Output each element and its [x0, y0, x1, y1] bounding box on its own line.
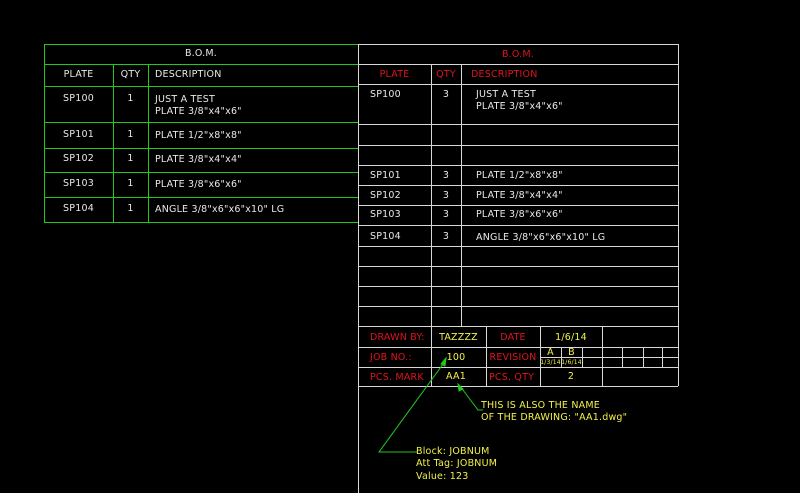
right-row-plate: SP103 — [370, 209, 401, 220]
left-row-plate: SP103 — [63, 178, 94, 189]
left-bom-title: B.O.M. — [184, 48, 218, 59]
right-bom-grid — [358, 44, 679, 493]
revision-a: A — [547, 347, 554, 358]
left-row-desc: PLATE 3/8"x6"x6" — [155, 179, 242, 190]
pcs-mark-label: PCS. MARK — [370, 372, 424, 383]
right-row-desc: JUST A TEST — [476, 89, 536, 100]
left-row-desc: JUST A TEST — [155, 94, 215, 105]
right-row-desc: PLATE 1/2"x8"x8" — [476, 170, 563, 181]
left-header-plate: PLATE — [63, 69, 94, 80]
left-row-desc: PLATE 1/2"x8"x8" — [155, 130, 242, 141]
left-row-plate: SP102 — [63, 153, 94, 164]
left-row-plate: SP100 — [63, 93, 94, 104]
left-row-qty: 1 — [127, 203, 134, 214]
left-row-desc: PLATE 3/8"x4"x4" — [155, 154, 242, 165]
right-bom-title: B.O.M. — [501, 49, 535, 60]
right-row-plate: SP102 — [370, 190, 401, 201]
note-drawing-name-line1: THIS IS ALSO THE NAME — [481, 400, 600, 411]
revision-b: B — [568, 347, 575, 358]
left-header-description: DESCRIPTION — [155, 69, 222, 80]
right-row-plate: SP101 — [370, 170, 401, 181]
right-row-qty: 3 — [442, 209, 450, 220]
right-row-plate: SP104 — [370, 231, 401, 242]
right-row-desc: ANGLE 3/8"x6"x6"x10" LG — [476, 232, 606, 243]
left-header-qty: QTY — [120, 69, 141, 80]
left-row-qty: 1 — [127, 178, 134, 189]
drawn-by-value: TAZZZZ — [439, 332, 478, 343]
revision-b-date: 1/6/14 — [561, 359, 582, 366]
right-row-desc: PLATE 3/8"x4"x4" — [476, 190, 563, 201]
right-header-description: DESCRIPTION — [471, 69, 538, 80]
drawn-by-label: DRAWN BY: — [370, 332, 425, 343]
right-header-qty: QTY — [436, 69, 456, 80]
right-row-qty: 3 — [442, 231, 450, 242]
right-row-qty: 3 — [442, 190, 450, 201]
revision-a-date: 1/3/14 — [540, 359, 561, 366]
job-no-value: 100 — [446, 352, 466, 363]
revision-label: REVISION — [489, 352, 537, 363]
left-row-plate: SP101 — [63, 129, 94, 140]
right-header-plate: PLATE — [379, 69, 410, 80]
pcs-qty-value: 2 — [567, 371, 575, 382]
leader-lines — [378, 356, 483, 453]
note-drawing-name-line2: OF THE DRAWING: "AA1.dwg" — [481, 412, 628, 423]
date-value: 1/6/14 — [555, 332, 587, 343]
note-block-line3: Value: 123 — [416, 471, 469, 482]
left-row-qty: 1 — [127, 153, 134, 164]
left-row-desc: ANGLE 3/8"x6"x6"x10" LG — [155, 204, 285, 215]
date-label: DATE — [500, 332, 526, 343]
note-block-line1: Block: JOBNUM — [416, 446, 490, 457]
left-row-qty: 1 — [127, 93, 134, 104]
left-row-plate: SP104 — [63, 203, 94, 214]
right-row-plate: SP100 — [370, 89, 401, 100]
right-row-qty: 3 — [442, 170, 450, 181]
job-no-label: JOB NO.: — [370, 352, 412, 363]
pcs-mark-value: AA1 — [446, 371, 466, 382]
pcs-qty-label: PCS. QTY — [489, 372, 535, 383]
note-block-line2: Att Tag: JOBNUM — [416, 458, 498, 469]
left-row-qty: 1 — [127, 129, 134, 140]
right-row-desc-2: PLATE 3/8"x4"x6" — [476, 101, 563, 112]
right-row-desc: PLATE 3/8"x6"x6" — [476, 209, 563, 220]
left-bom-grid — [44, 44, 359, 223]
right-row-qty: 3 — [442, 89, 450, 100]
left-row-desc-2: PLATE 3/8"x4"x6" — [155, 106, 242, 117]
